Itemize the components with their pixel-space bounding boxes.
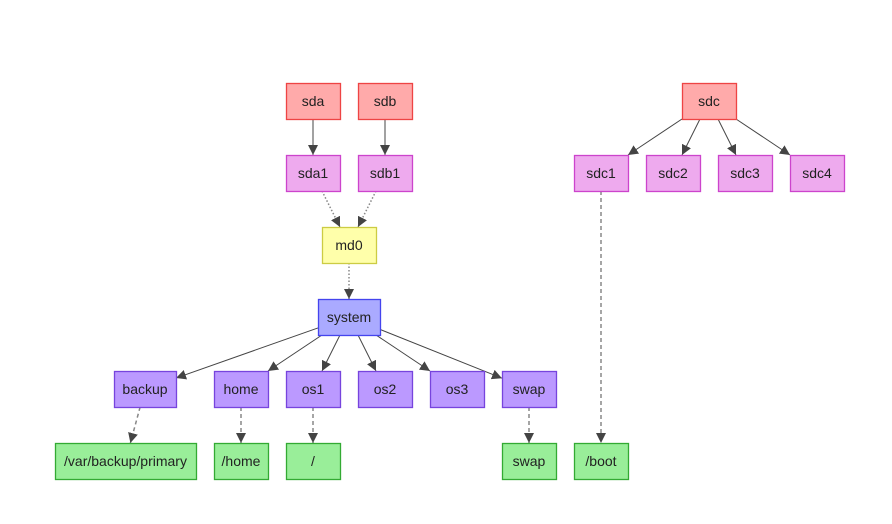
node-label: /var/backup/primary (64, 453, 187, 469)
node-label: swap (513, 453, 546, 469)
node-label: sda (302, 93, 325, 109)
node-label: os3 (446, 381, 469, 397)
node-box (285, 154, 342, 193)
node-label: os2 (374, 381, 397, 397)
node-box (357, 370, 414, 409)
node-m_home[interactable]: /home (213, 442, 270, 481)
node-os1[interactable]: os1 (285, 370, 342, 409)
node-backup[interactable]: backup (113, 370, 178, 409)
node-box (317, 298, 382, 337)
edge-system-to-home (267, 334, 323, 372)
node-box (501, 370, 558, 409)
node-label: /home (222, 453, 261, 469)
node-label: /boot (585, 453, 616, 469)
node-box (285, 370, 342, 409)
edge-sda1-to-md0 (321, 190, 341, 228)
node-label: home (223, 381, 258, 397)
node-sdb[interactable]: sdb (357, 82, 414, 121)
node-label: sdc1 (586, 165, 616, 181)
edge-sdc-to-sdc4 (735, 118, 791, 156)
node-label: sdc3 (730, 165, 760, 181)
node-m_backup[interactable]: /var/backup/primary (54, 442, 198, 481)
node-box (501, 442, 558, 481)
node-label: sdc (698, 93, 720, 109)
edge-sdc-to-sdc1 (627, 118, 683, 156)
node-box (681, 82, 738, 121)
node-label: / (311, 453, 315, 469)
node-label: os1 (302, 381, 325, 397)
edge-sdb1-to-md0 (357, 190, 377, 228)
node-box (285, 82, 342, 121)
edges-layer (128, 118, 791, 444)
edge-system-to-swap_lv (379, 328, 503, 380)
edge-sdc-to-sdc3 (717, 118, 737, 156)
node-label: sdc2 (658, 165, 688, 181)
node-label: md0 (335, 237, 362, 253)
node-label: system (327, 309, 371, 325)
node-md0[interactable]: md0 (321, 226, 378, 265)
node-label: sda1 (298, 165, 329, 181)
node-label: sdb1 (370, 165, 401, 181)
node-box (645, 154, 702, 193)
node-box (357, 82, 414, 121)
node-swap_lv[interactable]: swap (501, 370, 558, 409)
node-box (321, 226, 378, 265)
node-label: backup (122, 381, 167, 397)
node-box (285, 442, 342, 481)
node-box (357, 154, 414, 193)
nodes-layer: sda sdb sdc sda1 sdb1 sdc1 sdc2 sdc3 sdc4 md0 syst… (54, 82, 846, 481)
node-home[interactable]: home (213, 370, 270, 409)
node-os2[interactable]: os2 (357, 370, 414, 409)
node-box (213, 442, 270, 481)
node-box (113, 370, 178, 409)
node-box (429, 370, 486, 409)
node-label: sdc4 (802, 165, 832, 181)
node-system[interactable]: system (317, 298, 382, 337)
node-sdc3[interactable]: sdc3 (717, 154, 774, 193)
node-sda1[interactable]: sda1 (285, 154, 342, 193)
node-box (54, 442, 198, 481)
edge-system-to-os2 (357, 334, 377, 372)
node-box (789, 154, 846, 193)
edge-sdc-to-sdc2 (681, 118, 701, 156)
node-sdb1[interactable]: sdb1 (357, 154, 414, 193)
node-os3[interactable]: os3 (429, 370, 486, 409)
node-label: swap (513, 381, 546, 397)
edge-system-to-backup (175, 327, 319, 380)
edge-system-to-os1 (321, 334, 341, 372)
edge-system-to-os3 (375, 334, 431, 372)
node-sdc4[interactable]: sdc4 (789, 154, 846, 193)
node-m_boot[interactable]: /boot (573, 442, 630, 481)
node-sdc2[interactable]: sdc2 (645, 154, 702, 193)
node-label: sdb (374, 93, 397, 109)
node-sda[interactable]: sda (285, 82, 342, 121)
node-box (717, 154, 774, 193)
node-box (573, 442, 630, 481)
node-box (213, 370, 270, 409)
node-m_root[interactable]: / (285, 442, 342, 481)
node-sdc[interactable]: sdc (681, 82, 738, 121)
node-sdc1[interactable]: sdc1 (573, 154, 630, 193)
node-box (573, 154, 630, 193)
edge-backup-to-m_backup (128, 406, 141, 444)
node-m_swap[interactable]: swap (501, 442, 558, 481)
